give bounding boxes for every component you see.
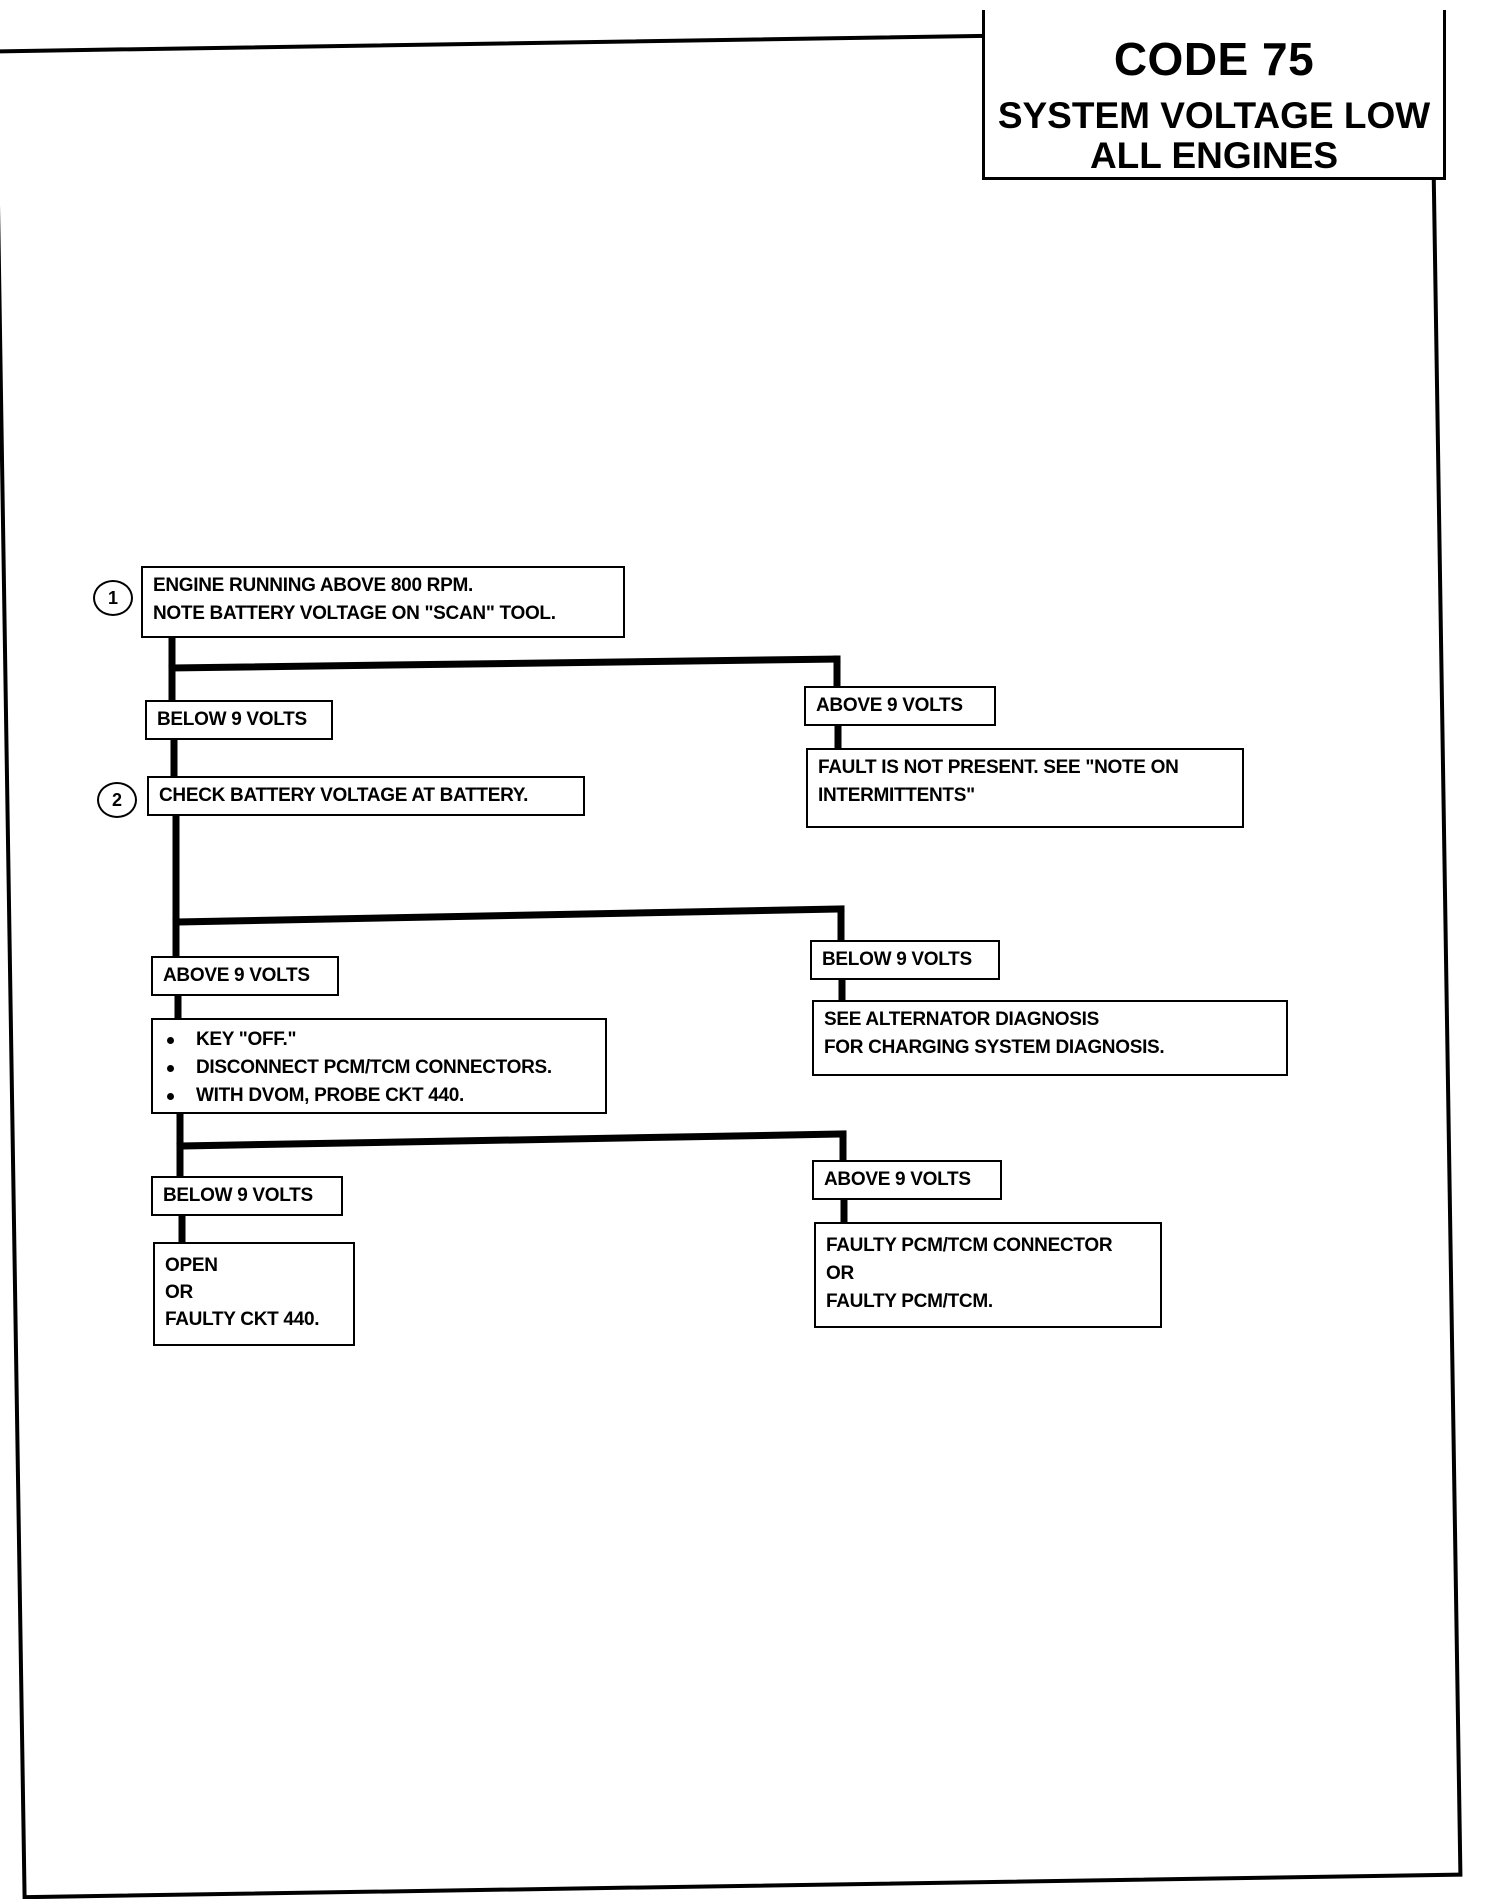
bullet-text-disconnect: DISCONNECT PCM/TCM CONNECTORS. [196, 1057, 552, 1078]
step-1-box: ENGINE RUNNING ABOVE 800 RPM. NOTE BATTE… [141, 566, 625, 638]
alternator-diagnosis-box: SEE ALTERNATOR DIAGNOSIS FOR CHARGING SY… [812, 1000, 1288, 1076]
connector-step2-split [172, 905, 845, 926]
step-2-below-9-volts: BELOW 9 VOLTS [810, 940, 1000, 980]
bullet-item-dvom: WITH DVOM, PROBE CKT 440. [163, 1082, 595, 1110]
alternator-diagnosis-line-1: SEE ALTERNATOR DIAGNOSIS [824, 1009, 1100, 1030]
open-or-faulty-ckt-box: OPEN OR FAULTY CKT 440. [153, 1242, 355, 1346]
step-1-above-9-volts: ABOVE 9 VOLTS [804, 686, 996, 726]
step-1-marker: 1 [93, 580, 133, 616]
open-line-1: OPEN [165, 1255, 218, 1276]
fault-not-present-line-2: INTERMITTENTS" [818, 785, 975, 806]
open-line-2: OR [165, 1282, 193, 1303]
step-2-above-9-volts: ABOVE 9 VOLTS [151, 956, 339, 996]
step-3-below-9-volts: BELOW 9 VOLTS [151, 1176, 343, 1216]
step-2-box: CHECK BATTERY VOLTAGE AT BATTERY. [147, 776, 585, 816]
alternator-diagnosis-line-2: FOR CHARGING SYSTEM DIAGNOSIS. [824, 1037, 1165, 1058]
bullet-item-key-off: KEY "OFF." [163, 1026, 595, 1054]
faulty-pcm-line-3: FAULTY PCM/TCM. [826, 1291, 993, 1312]
bullet-text-key-off: KEY "OFF." [196, 1029, 297, 1050]
open-line-3: FAULTY CKT 440. [165, 1309, 320, 1330]
step-1-line-1: ENGINE RUNNING ABOVE 800 RPM. [153, 575, 473, 596]
step-1-line-2: NOTE BATTERY VOLTAGE ON "SCAN" TOOL. [153, 603, 556, 624]
step-2-marker: 2 [97, 782, 137, 818]
faulty-pcm-line-2: OR [826, 1263, 854, 1284]
code-title: CODE 75 [1113, 33, 1315, 85]
faulty-pcm-tcm-box: FAULTY PCM/TCM CONNECTOR OR FAULTY PCM/T… [814, 1222, 1162, 1328]
bullet-dot-icon [167, 1036, 174, 1044]
title-system-voltage-low: SYSTEM VOLTAGE LOW [997, 95, 1431, 136]
bullet-dot-icon [167, 1064, 174, 1072]
title-all-engines: ALL ENGINES [1089, 135, 1339, 176]
title-box: CODE 75 SYSTEM VOLTAGE LOW ALL ENGINES [982, 10, 1446, 180]
fault-not-present-box: FAULT IS NOT PRESENT. SEE "NOTE ON INTER… [806, 748, 1244, 828]
bullet-text-dvom: WITH DVOM, PROBE CKT 440. [196, 1085, 465, 1106]
connector-step1-split [168, 655, 841, 672]
bullet-item-disconnect: DISCONNECT PCM/TCM CONNECTORS. [163, 1054, 595, 1082]
step-1-below-9-volts: BELOW 9 VOLTS [145, 700, 333, 740]
fault-not-present-line-1: FAULT IS NOT PRESENT. SEE "NOTE ON [818, 757, 1179, 778]
connector-step3-split [176, 1130, 847, 1150]
step-3-above-9-volts: ABOVE 9 VOLTS [812, 1160, 1002, 1200]
faulty-pcm-line-1: FAULTY PCM/TCM CONNECTOR [826, 1235, 1113, 1256]
step-3-instructions-box: KEY "OFF." DISCONNECT PCM/TCM CONNECTORS… [151, 1018, 607, 1114]
bullet-dot-icon [167, 1092, 174, 1100]
